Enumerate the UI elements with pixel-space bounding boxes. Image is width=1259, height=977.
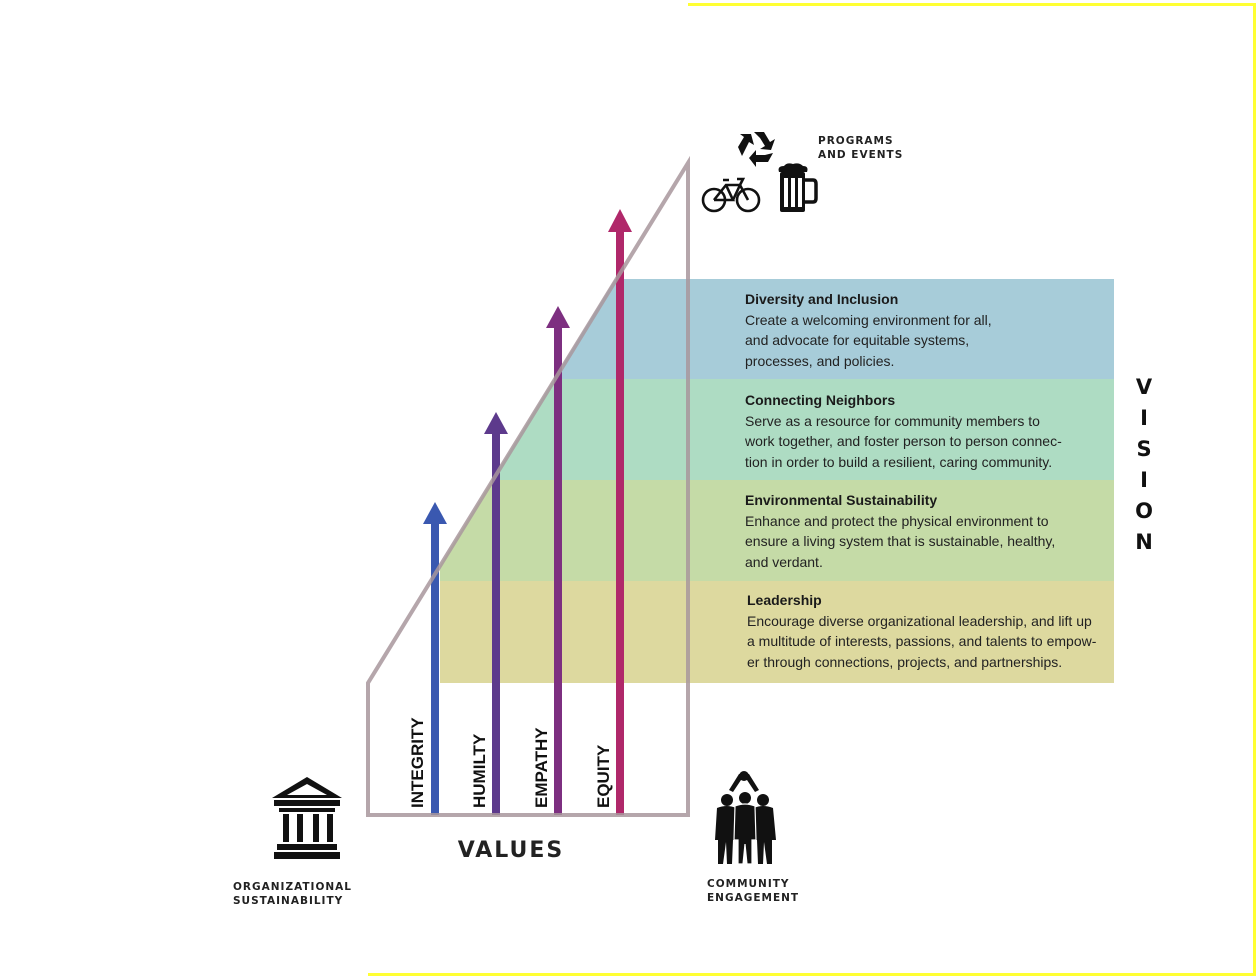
arrow-humility (484, 412, 508, 815)
band-body-line: Encourage diverse organizational leaders… (747, 612, 1092, 629)
band-body-line: ensure a living system that is sustainab… (745, 533, 1056, 549)
arrow-equity (608, 209, 632, 815)
band-body-line: er through connections, projects, and pa… (747, 653, 1063, 670)
band-text-diversity: Diversity and Inclusion Create a welcomi… (745, 289, 1115, 371)
band-body-line: processes, and policies. (745, 352, 895, 369)
band-connecting (440, 379, 1114, 480)
vision-letter: V (1135, 375, 1153, 399)
band-title: Leadership (747, 592, 822, 608)
band-body-line: work together, and foster person to pers… (745, 433, 1062, 449)
community-engagement-label: COMMUNITY ENGAGEMENT (707, 877, 799, 905)
band-environmental (440, 480, 1114, 581)
value-label-empathy: EMPATHY (532, 727, 551, 808)
classical-building-icon (272, 777, 342, 859)
organizational-label-line1: ORGANIZATIONAL (233, 881, 352, 893)
value-label-humility: HUMILTY (470, 733, 489, 808)
band-title: Connecting Neighbors (745, 392, 896, 408)
values-title: VALUES (457, 838, 565, 863)
band-text-connecting: Connecting Neighbors Serve as a resource… (745, 390, 1115, 472)
band-title: Diversity and Inclusion (745, 291, 899, 307)
value-label-integrity: INTEGRITY (408, 717, 427, 808)
arrow-empathy (546, 306, 570, 815)
programs-label-line2: AND EVENTS (818, 149, 904, 161)
vision-letter: O (1135, 499, 1153, 523)
vision-letter: N (1135, 530, 1153, 554)
band-body-line: Create a welcoming environment for all, (745, 311, 992, 328)
programs-and-events-label: PROGRAMS AND EVENTS (818, 134, 903, 162)
programs-label-line1: PROGRAMS (818, 135, 894, 147)
community-label-line2: ENGAGEMENT (707, 892, 800, 904)
values-base-area (368, 683, 688, 816)
band-body-line: and advocate for equitable systems, (745, 332, 970, 348)
recycle-icon (738, 132, 775, 167)
band-text-environmental: Environmental Sustainability Enhance and… (745, 490, 1115, 572)
band-body-line: Serve as a resource for community member… (745, 412, 1040, 429)
band-body-line: tion in order to build a resilient, cari… (745, 453, 1053, 470)
vision-letter: I (1140, 468, 1148, 492)
value-label-equity: EQUITY (594, 744, 613, 808)
band-text-leadership: Leadership Encourage diverse organizatio… (747, 590, 1117, 672)
band-leadership (440, 581, 1114, 683)
band-body-line: and verdant. (745, 553, 823, 570)
diagonal-mask (0, 0, 688, 977)
values-triangle-outline (366, 155, 690, 817)
band-title: Environmental Sustainability (745, 492, 938, 508)
vision-letter: I (1140, 406, 1148, 430)
community-label-line1: COMMUNITY (707, 878, 790, 890)
beer-mug-icon (778, 163, 818, 212)
organizational-sustainability-label: ORGANIZATIONAL SUSTAINABILITY (233, 880, 352, 908)
bicycle-icon (701, 177, 761, 213)
band-body-line: Enhance and protect the physical environ… (745, 512, 1049, 529)
people-group-icon (715, 771, 776, 865)
organizational-label-line2: SUSTAINABILITY (233, 895, 344, 907)
vision-label: V I S I O N (1130, 372, 1158, 558)
vision-letter: S (1136, 437, 1152, 461)
band-body-line: a multitude of interests, passions, and … (747, 633, 1097, 649)
